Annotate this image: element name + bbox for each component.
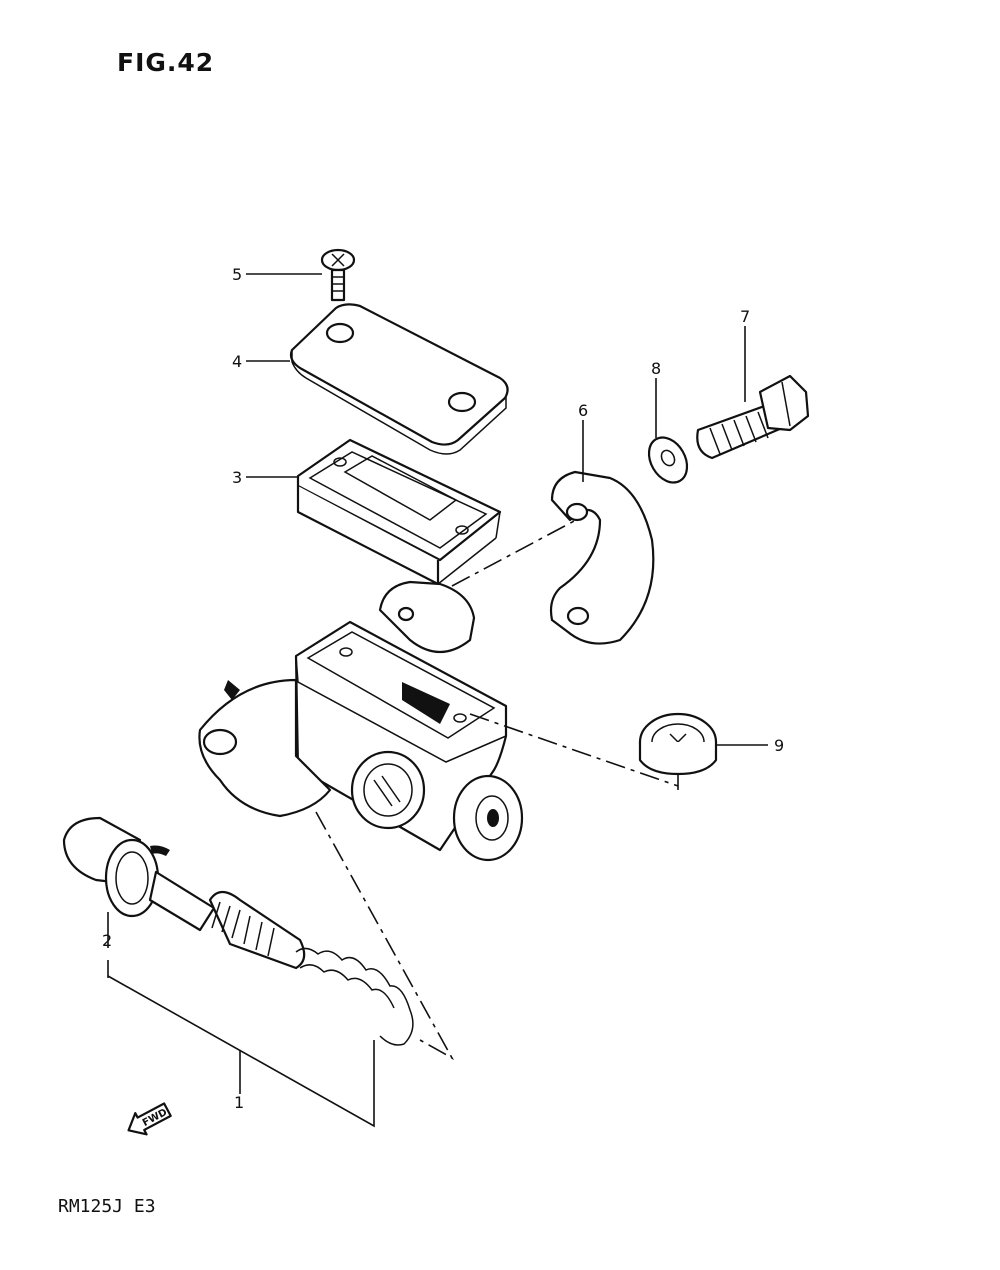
master-cylinder-body [198, 580, 524, 862]
part-4-cap [289, 303, 509, 455]
callout-1: 1 [234, 1093, 244, 1112]
fwd-arrow: FWD [127, 1102, 172, 1136]
part-3-diaphragm [296, 438, 502, 586]
callout-2: 2 [102, 931, 112, 950]
part-7-bolt [696, 374, 810, 460]
callout-4: 4 [232, 352, 242, 371]
callout-8: 8 [651, 359, 661, 378]
callout-9: 9 [774, 736, 784, 755]
leader-lines [107, 273, 768, 1128]
callout-3: 3 [232, 468, 242, 487]
callout-5: 5 [232, 265, 242, 284]
part-2-piston-assembly [62, 816, 414, 1046]
part-9-boot [638, 712, 718, 776]
callout-6: 6 [578, 401, 588, 420]
figure-title: FIG.42 [117, 48, 215, 77]
part-5-screw [320, 248, 356, 302]
model-code: RM125J E3 [58, 1196, 156, 1217]
part-6-clamp [549, 470, 655, 645]
callout-7: 7 [740, 307, 750, 326]
part-8-washer [647, 436, 689, 484]
